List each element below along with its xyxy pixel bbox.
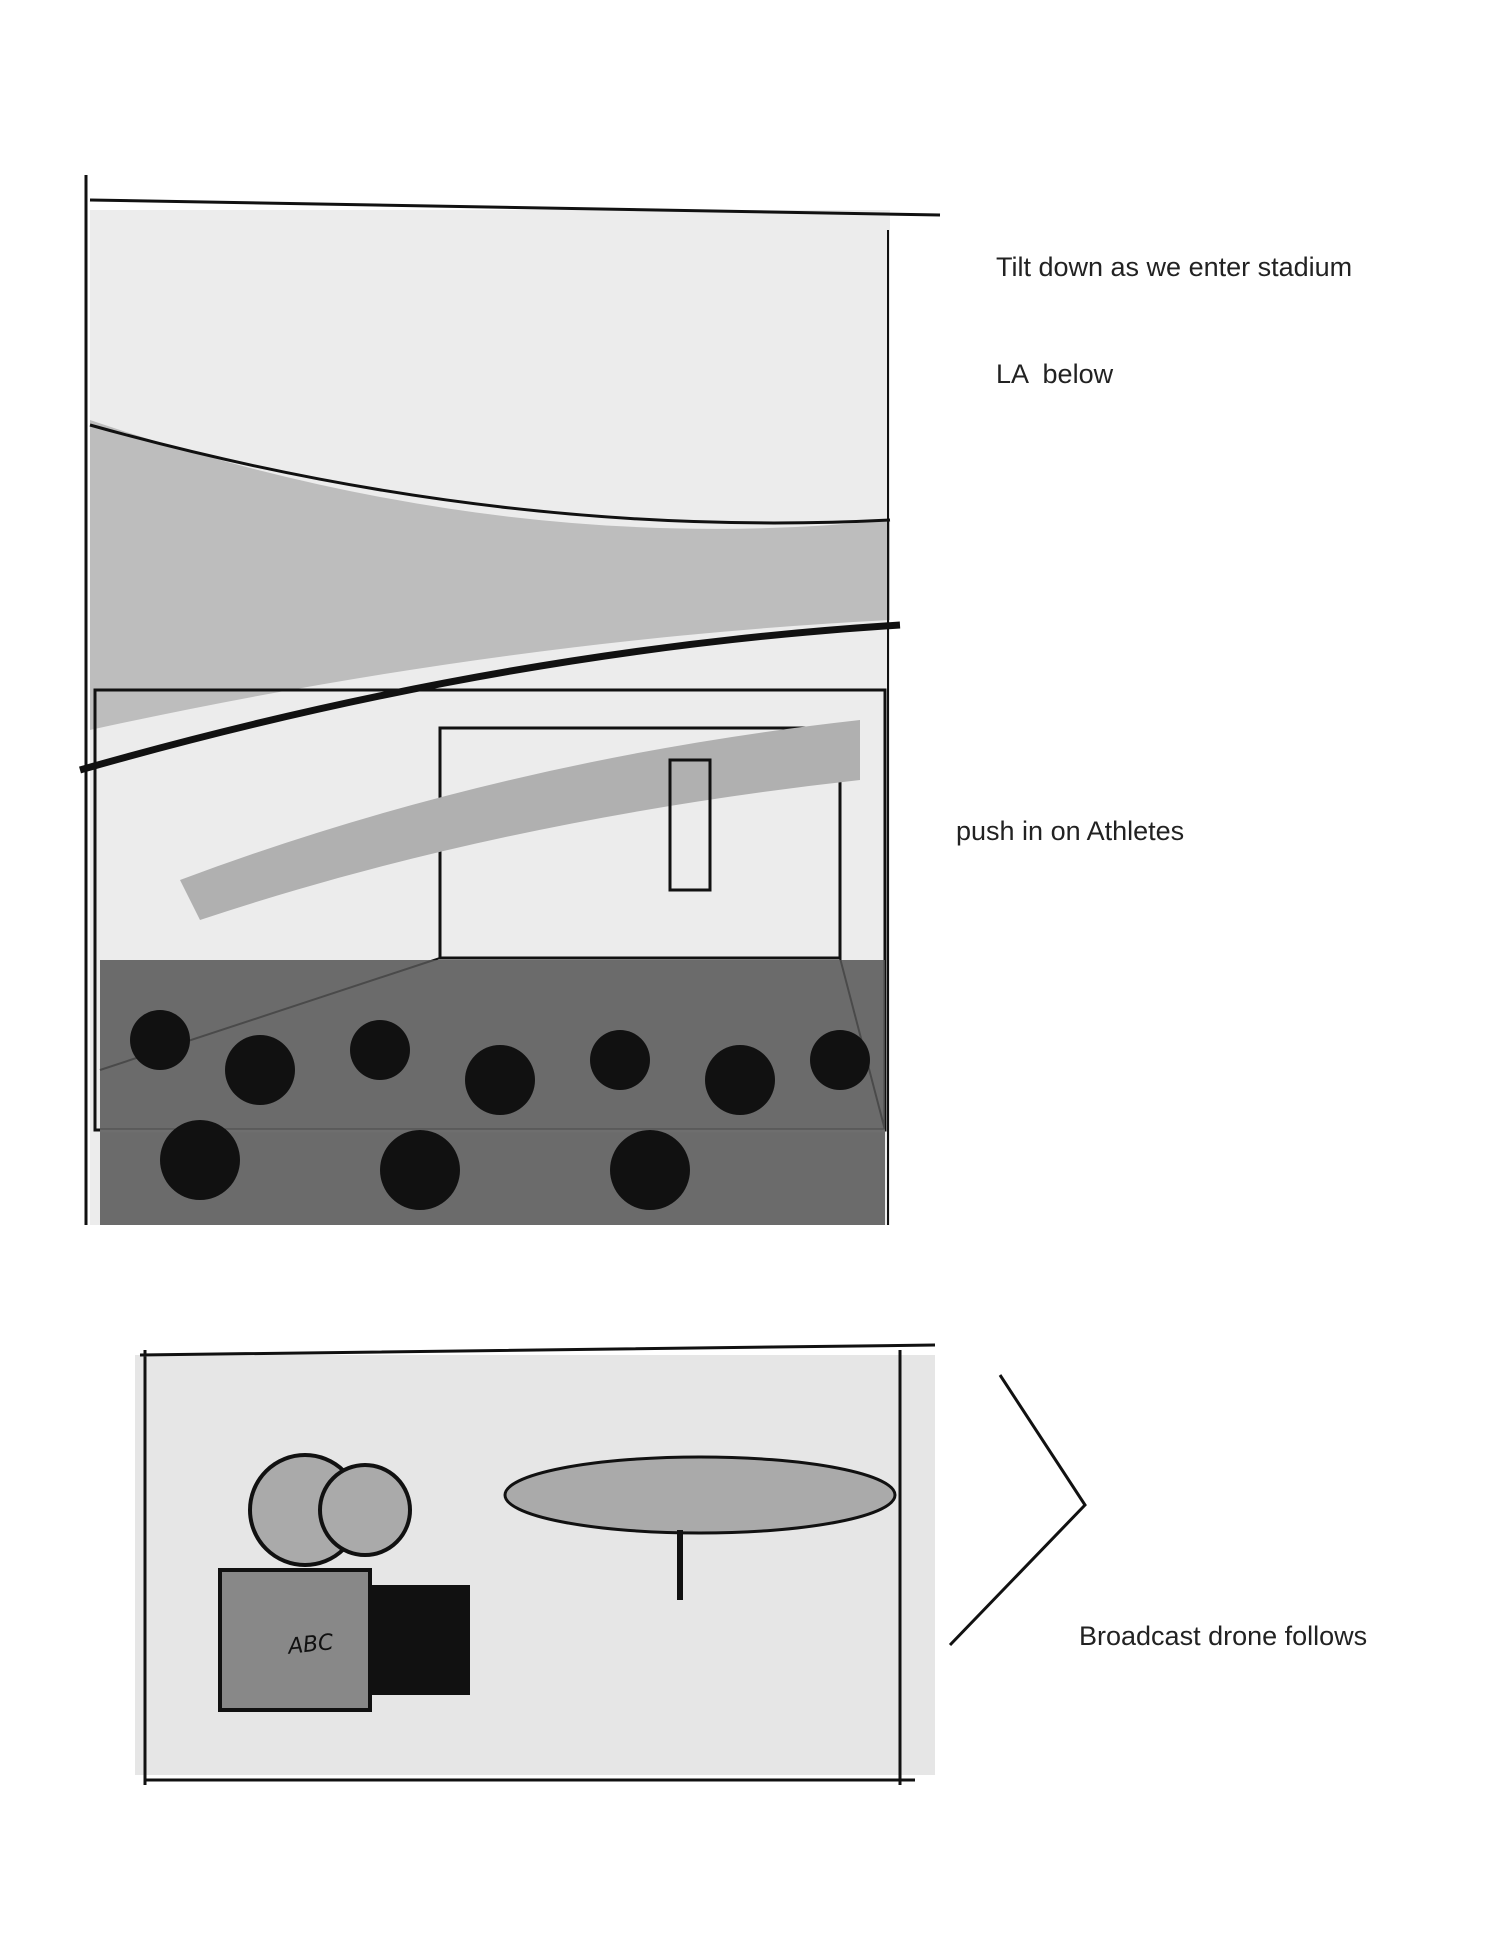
camera-lettering: ABC [285,1630,335,1660]
panel-1-stadium-sketch [79,175,941,1225]
panel-1-note-push-in: push in on Athletes [956,816,1185,846]
panel-2-drone-sketch: ABC [135,1343,1087,1785]
panel-1-note-la-below: LA below [996,359,1114,389]
panel-2-note-drone: Broadcast drone follows [1079,1621,1368,1651]
panel-1-note-tilt: Tilt down as we enter stadium [996,252,1353,282]
